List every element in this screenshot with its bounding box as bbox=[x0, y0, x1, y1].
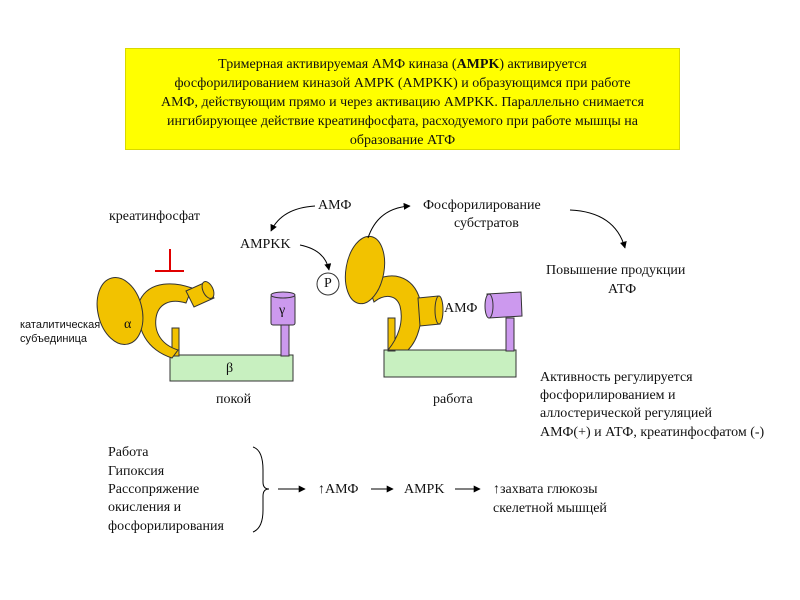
header-line-2: фосфорилированием киназой AMPK (AMPKK) и… bbox=[174, 76, 631, 91]
header-line-1-b: AMPK bbox=[456, 57, 500, 72]
arrow-amp-to-ampkk bbox=[270, 205, 316, 232]
atp-label-2: АТФ bbox=[608, 282, 637, 297]
gamma-stalk-work bbox=[505, 317, 515, 352]
beta-subunit-rest bbox=[169, 354, 294, 382]
header-line-1: Тримерная активируемая АМФ киназа (AMPK)… bbox=[126, 55, 679, 74]
cylinder-work-end bbox=[434, 295, 444, 325]
ampkk-label: AMPKK bbox=[240, 237, 291, 252]
catalytic-label-2: субъединица bbox=[20, 333, 88, 345]
cause-item: Работа bbox=[108, 445, 149, 460]
header-line-5: образование АТФ bbox=[349, 133, 456, 148]
ampk-label: AMPK bbox=[404, 482, 445, 497]
ampk-complex-work bbox=[316, 235, 523, 378]
ampk-complex-rest bbox=[96, 249, 296, 382]
glucose-label-1: ↑захвата глюкозы bbox=[493, 482, 598, 497]
phospho-label-1: Фосфорилирование bbox=[423, 198, 541, 213]
phospho-label-2: субстратов bbox=[454, 216, 519, 231]
regulation-line-3: аллостерической регуляцией bbox=[540, 406, 713, 421]
cause-item: окисления и bbox=[108, 500, 182, 515]
causes-bracket bbox=[252, 446, 270, 533]
regulation-line-4: АМФ(+) и АТФ, креатинфосфатом (-) bbox=[540, 425, 765, 440]
glucose-label-2: скелетной мышцей bbox=[493, 501, 607, 516]
alpha-label-rest: α bbox=[124, 317, 132, 332]
arrow-to-phospho bbox=[367, 202, 411, 239]
atp-label-1: Повышение продукции bbox=[546, 263, 686, 278]
header-line-1-a: Тримерная активируемая АМФ киназа ( bbox=[218, 57, 457, 72]
amp-top-label: АМФ bbox=[318, 198, 352, 213]
left-stalk-work bbox=[387, 317, 396, 352]
cause-item: Рассопряжение bbox=[108, 482, 200, 497]
amp-bound-label: АМФ bbox=[444, 301, 478, 316]
gamma-top-rest bbox=[270, 291, 296, 299]
alpha-subunit-work bbox=[344, 235, 386, 305]
phosphate-label: P bbox=[324, 276, 332, 291]
cylinder-rest-end bbox=[201, 281, 215, 299]
arrow-to-atp bbox=[569, 209, 627, 249]
beta-label-rest: β bbox=[226, 361, 234, 376]
catalytic-label-1: каталитическая bbox=[20, 319, 101, 331]
alpha-arm-work bbox=[367, 275, 422, 351]
gamma-end-work bbox=[484, 293, 494, 319]
gamma-stalk-rest bbox=[280, 321, 290, 357]
header-line-1-c: ) активируется bbox=[499, 57, 587, 72]
arrow-ampkk-to-p bbox=[299, 244, 332, 271]
creatine-phosphate-label: креатинфосфат bbox=[109, 209, 200, 224]
work-label: работа bbox=[433, 392, 473, 407]
amp-increase-label: ↑АМФ bbox=[318, 482, 359, 497]
alpha-subunit-rest bbox=[96, 277, 144, 345]
header-line-4: ингибирующее действие креатинфосфата, ра… bbox=[167, 114, 638, 129]
header-box: Тримерная активируемая АМФ киназа (AMPK)… bbox=[125, 48, 680, 150]
alpha-arm-rest bbox=[138, 283, 193, 359]
cause-item: фосфорилирования bbox=[108, 519, 224, 534]
header-line-3: АМФ, действующим прямо и через активацию… bbox=[161, 95, 644, 110]
left-stalk-rest bbox=[171, 327, 180, 357]
regulation-line-2: фосфорилированием и bbox=[540, 388, 676, 403]
gamma-label-rest: γ bbox=[279, 303, 286, 318]
phosphate-circle bbox=[316, 272, 340, 296]
regulation-line-1: Активность регулируется bbox=[540, 370, 693, 385]
rest-label: покой bbox=[216, 392, 252, 407]
beta-subunit-work bbox=[383, 349, 517, 378]
cause-item: Гипоксия bbox=[108, 464, 165, 479]
